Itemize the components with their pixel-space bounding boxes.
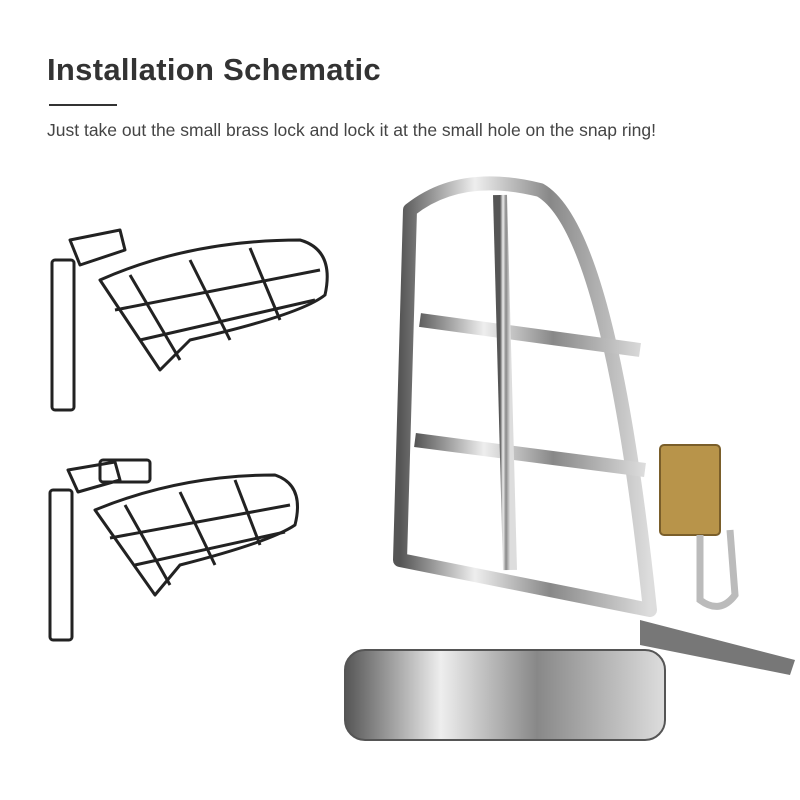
brass-lock	[659, 444, 721, 536]
schematic-step-2	[48, 458, 299, 642]
title-divider	[49, 104, 117, 106]
schematic-step-1	[50, 228, 329, 412]
product-photo	[344, 176, 795, 741]
snap-ring	[344, 649, 666, 741]
instruction-text: Just take out the small brass lock and l…	[47, 120, 656, 140]
page-title: Installation Schematic	[47, 52, 381, 87]
padlock-icon	[98, 458, 152, 484]
